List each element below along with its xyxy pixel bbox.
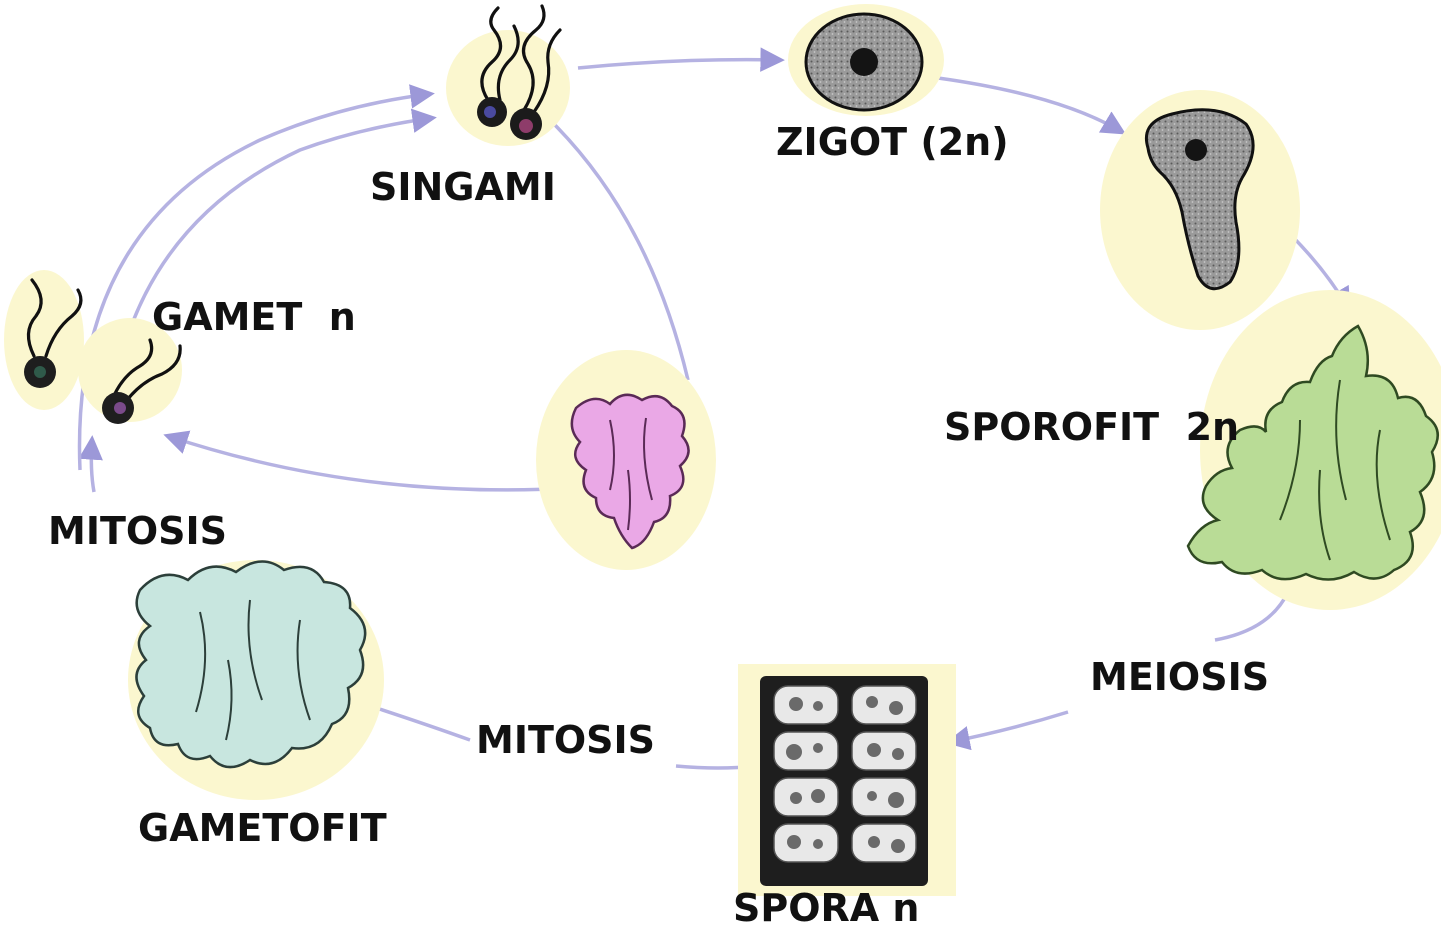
young-sporophyte-icon	[1100, 90, 1300, 330]
label-spora: SPORA n	[733, 886, 920, 930]
arrow-meiosis-to-spora	[945, 710, 1069, 751]
label-meiosis: MEIOSIS	[1090, 655, 1270, 699]
arrow-young-gametophyte-to-gamet	[163, 430, 573, 492]
label-mitosis-left: MITOSIS	[48, 509, 228, 553]
gametophyte-plant-icon	[128, 560, 384, 800]
zygote-cell-icon	[788, 4, 944, 116]
label-mitosis-bottom: MITOSIS	[476, 718, 656, 762]
label-gametofit: GAMETOFIT	[138, 806, 387, 850]
young-gametophyte-icon	[536, 350, 716, 570]
fusing-gametes-icon	[446, 4, 570, 146]
flagellated-gametes-icon	[4, 270, 182, 424]
arrow-singami-to-young-gametophyte	[550, 120, 690, 381]
arrow-zigot-to-sporofit-young	[937, 76, 1127, 135]
arrow-sporofit-to-spora	[1214, 591, 1290, 642]
label-gamet: GAMET n	[152, 295, 356, 339]
arrow-singami-to-zigot	[577, 47, 785, 72]
spore-tetrads-icon	[738, 664, 956, 896]
label-zigot: ZIGOT (2n)	[776, 120, 1009, 164]
label-singami: SINGAMI	[370, 165, 556, 209]
sporophyte-plant-icon	[1186, 290, 1441, 610]
label-sporofit: SPOROFIT 2n	[944, 405, 1240, 449]
arrow-gametofit-to-gamet	[78, 435, 103, 493]
arrow-gamet-inner-to-singami	[114, 108, 437, 379]
